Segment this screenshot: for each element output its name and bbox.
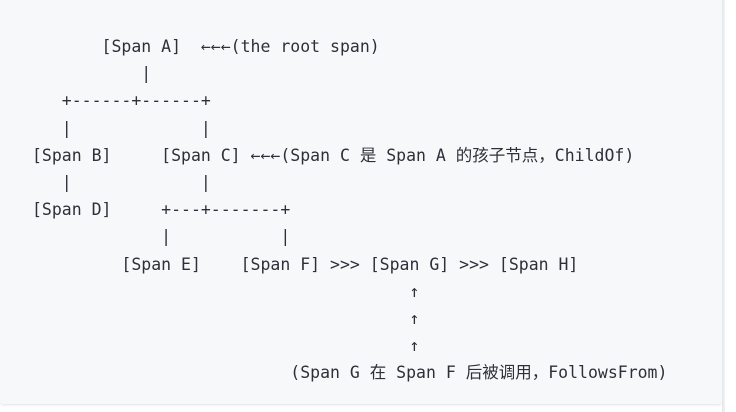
panel-right-divider (722, 0, 725, 412)
ascii-line: ↑ (32, 336, 420, 356)
ascii-line: | | (32, 172, 211, 192)
ascii-line: ↑ (32, 308, 420, 328)
ascii-line: [Span E] [Span F] >>> [Span G] >>> [Span… (32, 254, 579, 274)
ascii-line: +------+------+ (32, 91, 211, 111)
diagram-card: [Span A] ←←←(the root span) | +------+--… (32, 33, 668, 386)
ascii-line: ↑ (32, 281, 420, 301)
ascii-line: [Span A] ←←←(the root span) (32, 37, 380, 56)
ascii-line: [Span D] +---+-------+ (32, 200, 291, 220)
ascii-line: [Span B] [Span C] ←←←(Span C 是 Span A 的孩… (32, 145, 635, 165)
ascii-line: | | (32, 227, 291, 247)
ascii-line: | | (32, 118, 211, 138)
ascii-line: | (32, 64, 152, 84)
ascii-line: (Span G 在 Span F 后被调用，FollowsFrom) (32, 363, 668, 383)
ascii-art-span-tree: [Span A] ←←←(the root span) | +------+--… (32, 33, 667, 386)
